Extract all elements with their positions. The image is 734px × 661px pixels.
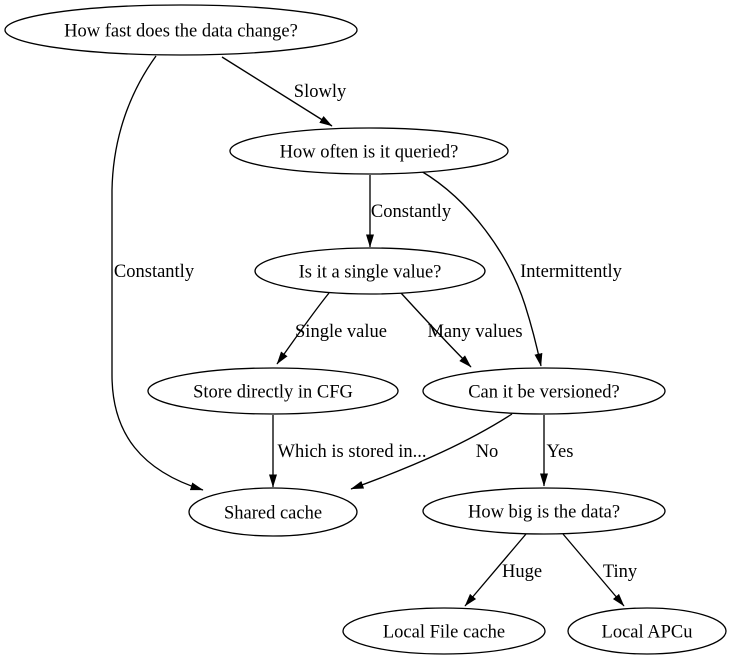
edge-label: Yes (547, 442, 574, 462)
edge-path (276, 292, 330, 365)
edge-label: No (476, 442, 499, 462)
node-shape (342, 607, 546, 655)
node-change-speed: How fast does the data change? (4, 4, 358, 56)
edge-path (400, 292, 472, 368)
edge-versioned-to-data-size: Yes (540, 415, 574, 487)
edge-single-value-to-versioned: Many values (400, 292, 523, 368)
node-local-apcu: Local APCu (567, 607, 727, 655)
nodes-layer: How fast does the data change? How often … (4, 4, 727, 655)
edge-path (420, 170, 543, 367)
edge-label: Many values (427, 322, 522, 342)
edge-label: Tiny (603, 562, 638, 582)
edge-path (111, 55, 204, 491)
node-data-size: How big is the data? (422, 487, 666, 535)
node-label: Local File cache (383, 623, 505, 643)
node-query-frequency: How often is it queried? (229, 127, 509, 175)
node-single-value: Is it a single value? (254, 247, 486, 295)
node-label: How often is it queried? (280, 143, 459, 163)
edge-label: Slowly (294, 82, 347, 102)
edge-label: Which is stored in... (277, 442, 426, 462)
node-shape (422, 367, 666, 415)
node-label: Store directly in CFG (193, 383, 353, 403)
edge-label: Intermittently (520, 262, 622, 282)
edge-path (464, 533, 527, 607)
node-store-cfg: Store directly in CFG (147, 367, 399, 415)
node-label: How fast does the data change? (64, 22, 298, 42)
edge-label: Constantly (114, 262, 195, 282)
node-versioned: Can it be versioned? (422, 367, 666, 415)
edge-store-cfg-to-shared-cache: Which is stored in... (269, 415, 427, 488)
node-label: Is it a single value? (299, 263, 442, 283)
edge-change-speed-to-shared-cache: Constantly (111, 55, 204, 491)
edge-path (221, 56, 333, 127)
node-label: Local APCu (602, 623, 693, 643)
edges-layer: SlowlyConstantlyConstantlyIntermittently… (111, 55, 638, 607)
node-shape (254, 247, 486, 295)
edge-single-value-to-store-cfg: Single value (276, 292, 387, 365)
edge-versioned-to-shared-cache: No (350, 413, 513, 490)
node-shape (567, 607, 727, 655)
node-shape (422, 487, 666, 535)
node-shape (147, 367, 399, 415)
node-shape (4, 4, 358, 56)
edge-query-frequency-to-single-value: Constantly (366, 175, 452, 248)
node-label: Shared cache (224, 504, 322, 524)
edge-label: Huge (502, 562, 542, 582)
edge-label: Constantly (371, 202, 452, 222)
edge-query-frequency-to-versioned: Intermittently (420, 170, 623, 367)
node-label: How big is the data? (468, 503, 620, 523)
edge-path (350, 413, 513, 490)
edge-data-size-to-local-apcu: Tiny (562, 533, 638, 607)
node-shape (229, 127, 509, 175)
edge-change-speed-to-query-frequency: Slowly (221, 56, 347, 127)
edge-label: Single value (295, 322, 387, 342)
node-local-file: Local File cache (342, 607, 546, 655)
node-label: Can it be versioned? (468, 383, 620, 403)
edge-data-size-to-local-file: Huge (464, 533, 542, 607)
node-shared-cache: Shared cache (188, 487, 358, 537)
node-shape (188, 487, 358, 537)
edge-path (562, 533, 625, 607)
